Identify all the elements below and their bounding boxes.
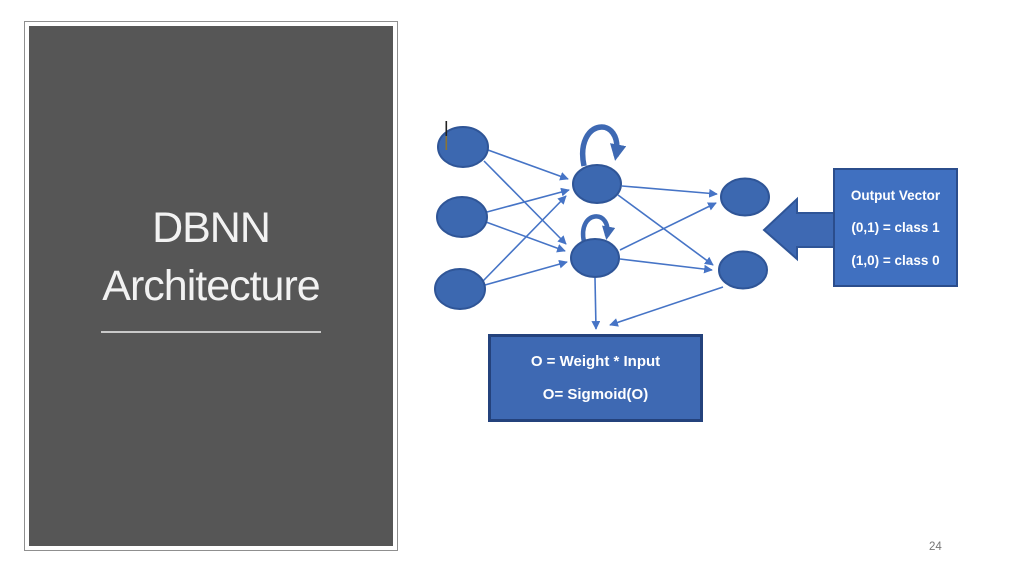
- edge-input2-hidden1: [486, 187, 570, 213]
- edge-hidden1-output1: [621, 185, 718, 198]
- input-node-2: [436, 196, 488, 238]
- edge-input3-hidden2: [484, 259, 568, 286]
- slide-title: DBNN Architecture: [101, 199, 321, 334]
- edge-hidden1-output2: [617, 194, 714, 266]
- input-node-3: [434, 268, 486, 310]
- formula-sigmoid: O= Sigmoid(O): [542, 386, 649, 403]
- formula-weight-input: O = Weight * Input: [530, 353, 661, 370]
- title-line-2: Architecture: [102, 262, 320, 310]
- formula-box: O = Weight * Input O= Sigmoid(O): [488, 334, 703, 422]
- block-arrow-left-icon: [762, 196, 836, 262]
- hidden-node-1: [572, 164, 622, 204]
- edge-input1-hidden1: [487, 149, 569, 181]
- hidden-node-2: [570, 238, 620, 278]
- output-vector-class1: (0,1) = class 1: [851, 220, 940, 235]
- output-node-1: [720, 177, 770, 217]
- page-number: 24: [929, 541, 942, 553]
- edge-input3-hidden1: [482, 195, 567, 282]
- title-panel: DBNN Architecture: [24, 21, 398, 551]
- edge-hidden2-output2: [619, 258, 713, 274]
- edge-output2-formula-box: [609, 286, 724, 327]
- title-underline: [101, 331, 321, 334]
- output-vector-class0: (1,0) = class 0: [851, 252, 940, 268]
- input-node-1: [437, 126, 489, 168]
- text-cursor-artifact-lower: [445, 136, 448, 150]
- title-panel-background: DBNN Architecture: [29, 26, 393, 546]
- output-vector-title: Output Vector: [850, 187, 941, 203]
- output-vector-box: Output Vector (0,1) = class 1 (1,0) = cl…: [833, 168, 958, 287]
- text-cursor-artifact: [445, 121, 448, 136]
- title-line-1: DBNN: [152, 203, 271, 252]
- self-loop-hidden1: [579, 124, 627, 167]
- edge-hidden2-output1: [619, 202, 717, 251]
- edge-hidden2-formula-box: [591, 277, 601, 330]
- self-loop-hidden2: [580, 214, 616, 243]
- output-node-2: [718, 250, 768, 290]
